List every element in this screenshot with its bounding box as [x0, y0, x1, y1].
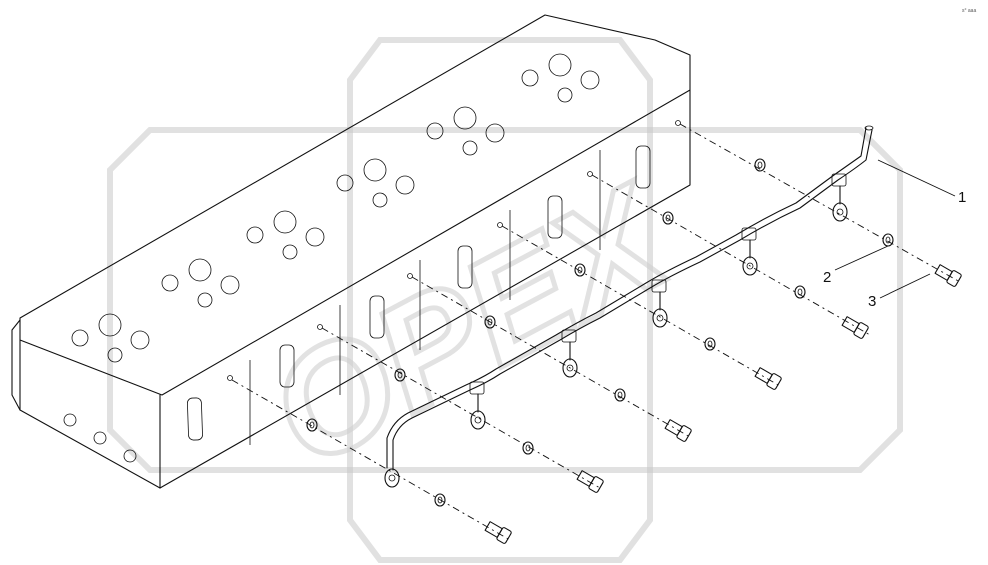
sealing-washers	[306, 158, 894, 507]
callout-3: 3	[868, 293, 876, 310]
fuel-pipe	[384, 125, 874, 488]
assembly-centerlines	[231, 123, 961, 541]
banjo-bolts	[484, 264, 962, 544]
callout-1: 1	[958, 189, 966, 206]
cylinder-head	[11, 14, 691, 489]
watermark-text: OPEX	[244, 151, 698, 499]
callout-2: 2	[823, 269, 831, 286]
watermark: OPEX	[107, 37, 903, 563]
corner-reference-mark: s° aaa	[962, 8, 976, 14]
callout-leaders	[834, 159, 956, 299]
